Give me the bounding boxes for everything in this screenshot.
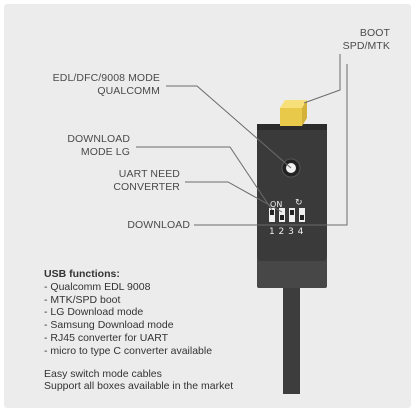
label-edl-line1: EDL/DFC/9008 MODE xyxy=(52,72,160,84)
list-item: - Samsung Download mode xyxy=(44,319,174,332)
footer-text: Easy switch mode cables Support all boxe… xyxy=(44,368,233,394)
list-item: - micro to type C converter available xyxy=(44,344,213,357)
label-uart-line1: UART NEED xyxy=(118,168,180,180)
leader-lines xyxy=(136,54,348,226)
device-lower-grip xyxy=(257,258,327,288)
label-download-lg: DOWNLOAD MODE LG xyxy=(40,133,130,159)
label-boot-line1: BOOT xyxy=(359,27,390,39)
label-edl-line2: QUALCOMM xyxy=(97,85,160,97)
switch-numbers: 1234 xyxy=(269,226,307,239)
usb-connector-top xyxy=(280,100,307,108)
cable xyxy=(283,282,300,394)
usb-connector xyxy=(280,108,302,126)
switch-number-2: 2 xyxy=(278,227,289,237)
label-uart: UART NEED CONVERTER xyxy=(90,168,180,194)
label-download-lg-line1: DOWNLOAD xyxy=(67,133,130,145)
label-download-lg-line2: MODE LG xyxy=(80,146,130,158)
usb-functions-block: USB functions: - Qualcomm EDL 9008 - MTK… xyxy=(44,268,233,393)
label-edl: EDL/DFC/9008 MODE QUALCOMM xyxy=(40,72,160,98)
dip-switch xyxy=(269,208,305,222)
list-item: - RJ45 converter for UART xyxy=(44,331,169,344)
label-uart-line2: CONVERTER xyxy=(113,181,180,193)
switch-on-label: ON xyxy=(270,200,283,209)
switch-number-4: 4 xyxy=(297,227,308,237)
list-item: - Qualcomm EDL 9008 xyxy=(44,280,151,293)
list-item: - LG Download mode xyxy=(44,306,144,319)
device-top-edge xyxy=(257,124,327,130)
usb-functions-heading: USB functions: xyxy=(44,268,120,280)
usb-functions-list: - Qualcomm EDL 9008 - MTK/SPD boot - LG … xyxy=(44,281,233,358)
label-download: DOWNLOAD xyxy=(127,219,190,231)
footer-line-1: Easy switch mode cables xyxy=(44,367,162,380)
device-body xyxy=(257,124,327,261)
background-panel xyxy=(4,4,411,408)
list-item: - MTK/SPD boot xyxy=(44,293,121,306)
usb-connector-side xyxy=(302,100,307,126)
switch-number-3: 3 xyxy=(288,227,298,237)
switch-symbol-icon: ↻ xyxy=(295,198,303,208)
label-boot-line2: SPD/MTK xyxy=(342,40,390,52)
footer-line-2: Support all boxes available in the marke… xyxy=(44,380,234,393)
label-boot: BOOT SPD/MTK xyxy=(300,27,390,53)
switch-number-1: 1 xyxy=(269,227,279,237)
